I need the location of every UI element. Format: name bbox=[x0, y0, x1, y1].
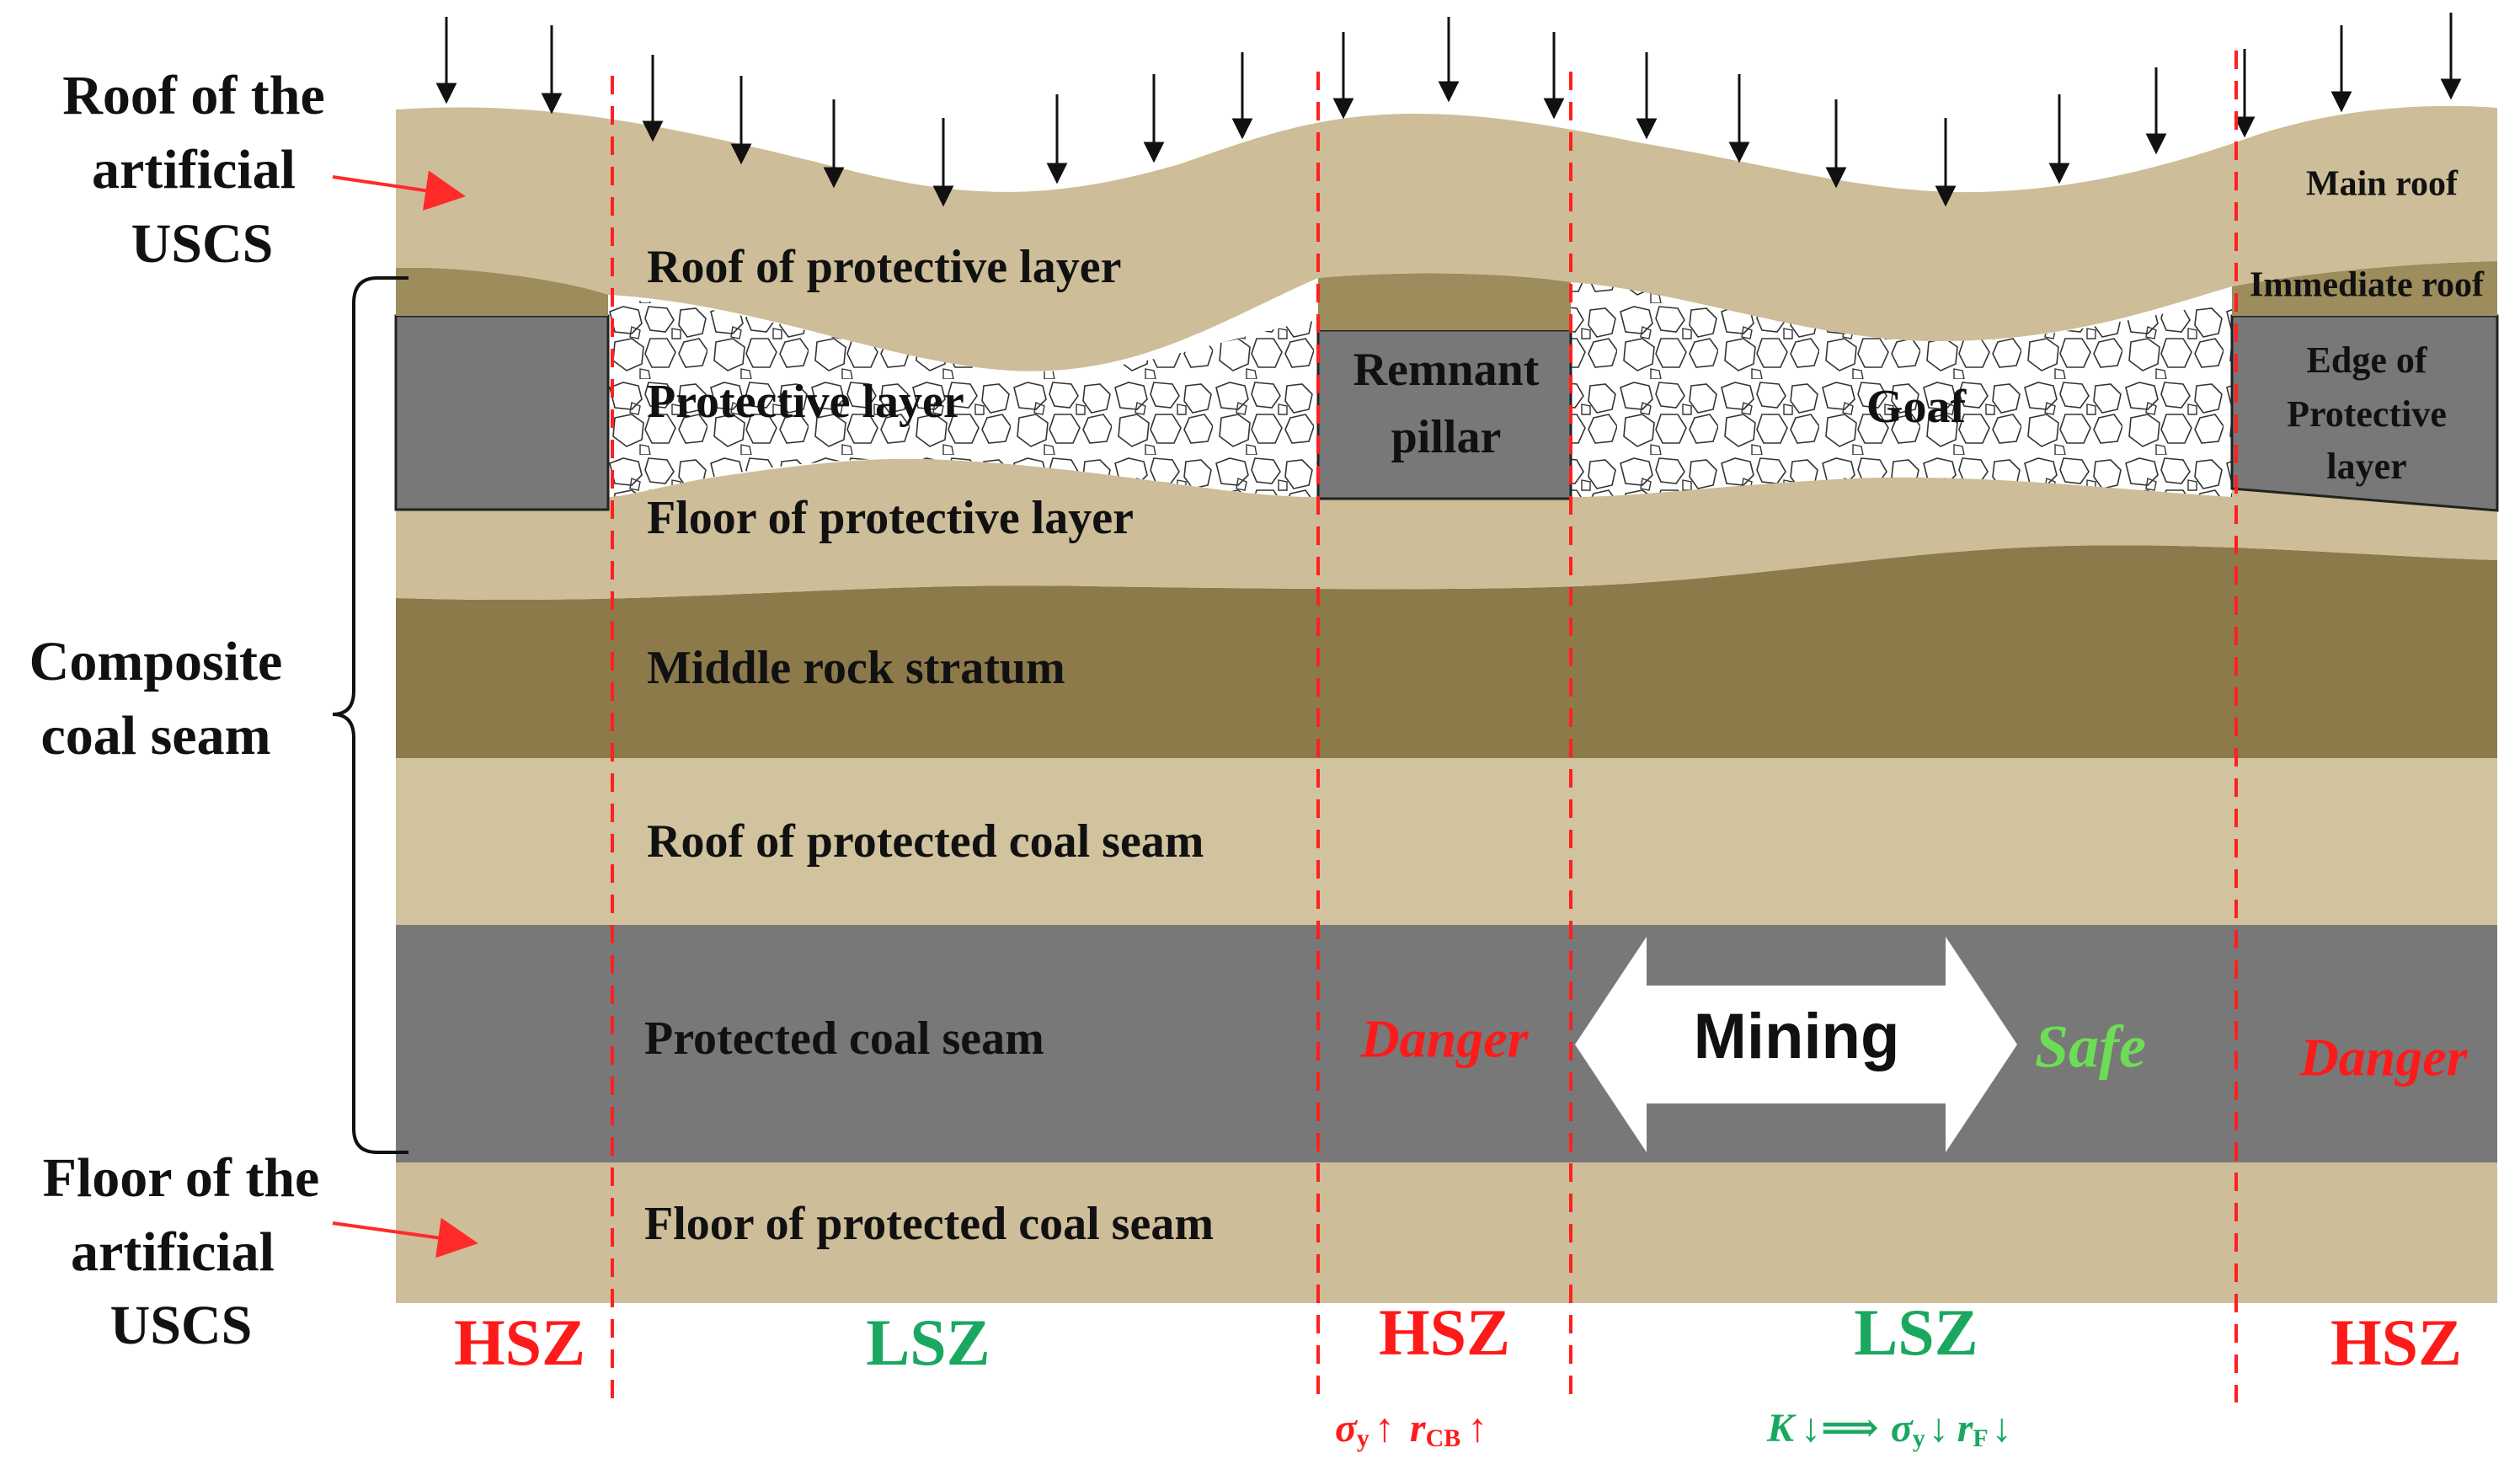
roof-protected-seam-label: Roof of protected coal seam bbox=[647, 815, 1204, 868]
composite-label-line2: coal seam bbox=[40, 705, 270, 767]
zone-label-hsz-left: HSZ bbox=[454, 1306, 585, 1379]
middle-rock-stratum-layer bbox=[396, 545, 2497, 758]
load-arrow bbox=[2145, 67, 2167, 155]
load-arrow bbox=[1825, 99, 1847, 189]
lsz-formula: K↓⟹σy↓rF↓ bbox=[1766, 1406, 2012, 1452]
load-arrow bbox=[1143, 74, 1165, 163]
edge-label-line1: Edge of bbox=[2307, 339, 2428, 381]
load-arrow bbox=[2234, 49, 2256, 138]
protective-layer-label: Protective layer bbox=[647, 376, 964, 428]
hsz-formula: σy↑rCB↑ bbox=[1335, 1406, 1487, 1452]
zone-label-hsz-middle: HSZ bbox=[1379, 1296, 1510, 1369]
composite-label-line1: Composite bbox=[29, 631, 283, 692]
edge-label-line2: Protective bbox=[2287, 393, 2447, 435]
floor-protected-seam-label: Floor of protected coal seam bbox=[644, 1198, 1214, 1250]
immediate-roof-left bbox=[396, 267, 608, 316]
roof-artificial-label-line1: Roof of the bbox=[62, 65, 325, 126]
danger-label-pillar: Danger bbox=[1359, 1009, 1529, 1069]
lsz-sigma-subscript: y bbox=[1913, 1424, 1925, 1452]
left-coal-block bbox=[394, 314, 610, 511]
roof-pointer-arrow bbox=[332, 170, 466, 211]
floor-artificial-label-line1: Floor of the bbox=[43, 1147, 320, 1209]
zone-dividers bbox=[611, 51, 2238, 1403]
goaf-zone-right bbox=[1571, 278, 2232, 497]
zone-label-lsz-right: LSZ bbox=[1854, 1296, 1978, 1369]
remnant-pillar-label-line2: pillar bbox=[1391, 411, 1502, 463]
load-arrow bbox=[435, 17, 457, 104]
load-arrow bbox=[823, 99, 845, 189]
safe-label: Safe bbox=[2035, 1013, 2146, 1081]
load-arrow bbox=[2048, 94, 2070, 184]
load-arrow bbox=[2330, 25, 2352, 113]
floor-pointer-arrow bbox=[332, 1217, 478, 1258]
composite-bracket bbox=[332, 276, 408, 1154]
lsz-sigma: σ bbox=[1891, 1406, 1914, 1451]
hsz-sigma-arrow: ↑ bbox=[1375, 1406, 1395, 1451]
load-arrow bbox=[1543, 32, 1565, 120]
goaf-label: Goaf bbox=[1866, 381, 1967, 433]
protected-coal-seam-label: Protected coal seam bbox=[644, 1012, 1044, 1065]
roof-artificial-label-line2: artificial bbox=[92, 139, 296, 200]
load-arrow bbox=[1636, 52, 1658, 140]
floor-protected-seam-layer bbox=[396, 1162, 2497, 1303]
hsz-r: r bbox=[1410, 1406, 1427, 1451]
load-arrow bbox=[642, 55, 664, 142]
load-arrow bbox=[2440, 13, 2462, 100]
zone-label-lsz-left: LSZ bbox=[866, 1306, 990, 1379]
mining-double-arrow bbox=[1575, 937, 2017, 1152]
hsz-r-subscript: CB bbox=[1426, 1424, 1461, 1452]
mining-label: Mining bbox=[1694, 1001, 1900, 1072]
floor-artificial-label-line2: artificial bbox=[71, 1221, 275, 1283]
load-arrow bbox=[541, 25, 563, 115]
lsz-sigma-arrow: ↓ bbox=[1929, 1406, 1949, 1451]
immediate-roof-label: Immediate roof bbox=[2250, 266, 2485, 305]
hsz-sigma-subscript: y bbox=[1357, 1424, 1369, 1452]
main-roof-layer bbox=[396, 105, 2497, 371]
hsz-r-arrow: ↑ bbox=[1467, 1406, 1487, 1451]
roof-protected-seam-layer bbox=[396, 758, 2497, 925]
middle-rock-stratum-label: Middle rock stratum bbox=[647, 642, 1065, 694]
main-roof-label: Main roof bbox=[2306, 165, 2459, 204]
load-arrow bbox=[1728, 74, 1750, 163]
danger-label-edge: Danger bbox=[2298, 1028, 2468, 1087]
zone-label-hsz-right: HSZ bbox=[2330, 1306, 2462, 1379]
lsz-k: K bbox=[1766, 1406, 1797, 1451]
immediate-roof-pillar bbox=[1318, 273, 1571, 330]
floor-protective-layer-label: Floor of protective layer bbox=[647, 492, 1134, 544]
load-arrow bbox=[1332, 32, 1354, 120]
goaf-zone-left bbox=[608, 299, 1318, 497]
load-arrow bbox=[932, 118, 954, 207]
immediate-roof-right bbox=[2232, 261, 2497, 316]
remnant-pillar-label-line1: Remnant bbox=[1353, 344, 1540, 396]
load-arrow bbox=[1231, 52, 1253, 140]
floor-artificial-label-line3: USCS bbox=[110, 1295, 253, 1356]
load-arrow bbox=[1935, 118, 1957, 207]
edge-label-line3: layer bbox=[2326, 446, 2406, 487]
load-arrow bbox=[730, 76, 752, 165]
roof-protective-layer-label: Roof of protective layer bbox=[647, 241, 1121, 293]
lsz-r: r bbox=[1957, 1406, 1974, 1451]
lsz-r-subscript: F bbox=[1973, 1424, 1988, 1452]
lsz-implies: ↓⟹ bbox=[1801, 1406, 1879, 1451]
roof-artificial-label-line3: USCS bbox=[131, 213, 274, 275]
floor-protective-layer-band bbox=[396, 458, 2497, 601]
protected-coal-seam-layer bbox=[396, 925, 2497, 1162]
load-arrow bbox=[1438, 17, 1460, 103]
load-arrow bbox=[1046, 94, 1068, 184]
lsz-r-arrow: ↓ bbox=[1992, 1406, 2012, 1451]
hsz-sigma: σ bbox=[1335, 1406, 1358, 1451]
load-arrows bbox=[435, 13, 2462, 207]
